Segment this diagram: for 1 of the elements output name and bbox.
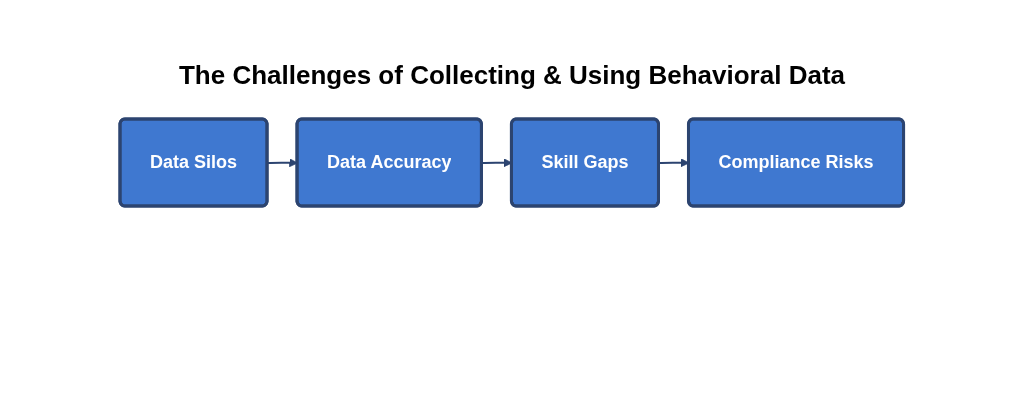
diagram-title: The Challenges of Collecting & Using Behavioral Data — [178, 60, 846, 91]
